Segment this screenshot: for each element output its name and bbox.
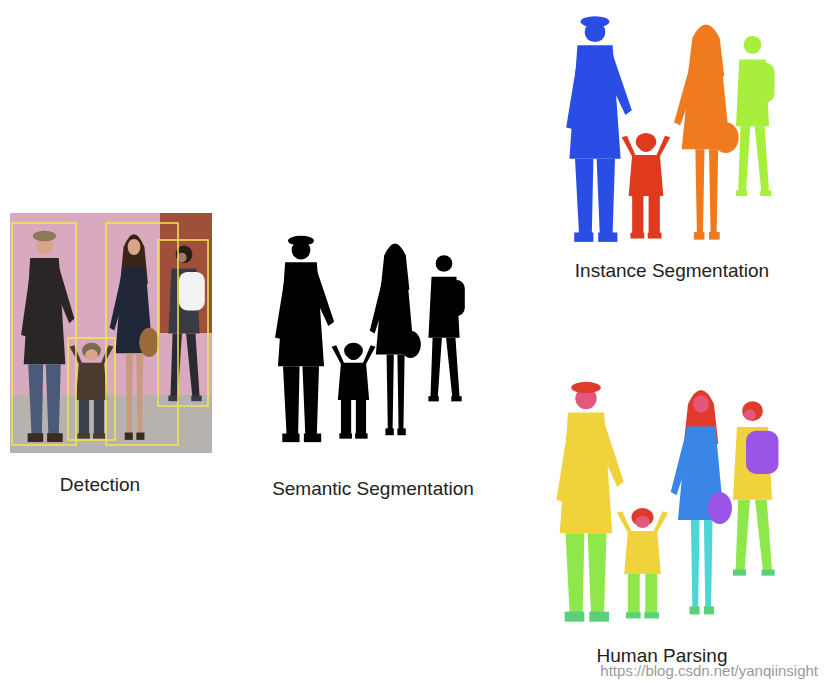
- watermark: https://blog.csdn.net/yanqiinsight: [600, 662, 818, 679]
- parsing-mask: [556, 382, 778, 622]
- instance-mask: [566, 16, 774, 242]
- panel-caption: Semantic Segmentation: [272, 478, 474, 500]
- detection-photo: [10, 213, 212, 453]
- panel-caption: Detection: [60, 474, 140, 496]
- semantic-mask: [275, 236, 465, 442]
- panel-caption: Instance Segmentation: [575, 260, 769, 282]
